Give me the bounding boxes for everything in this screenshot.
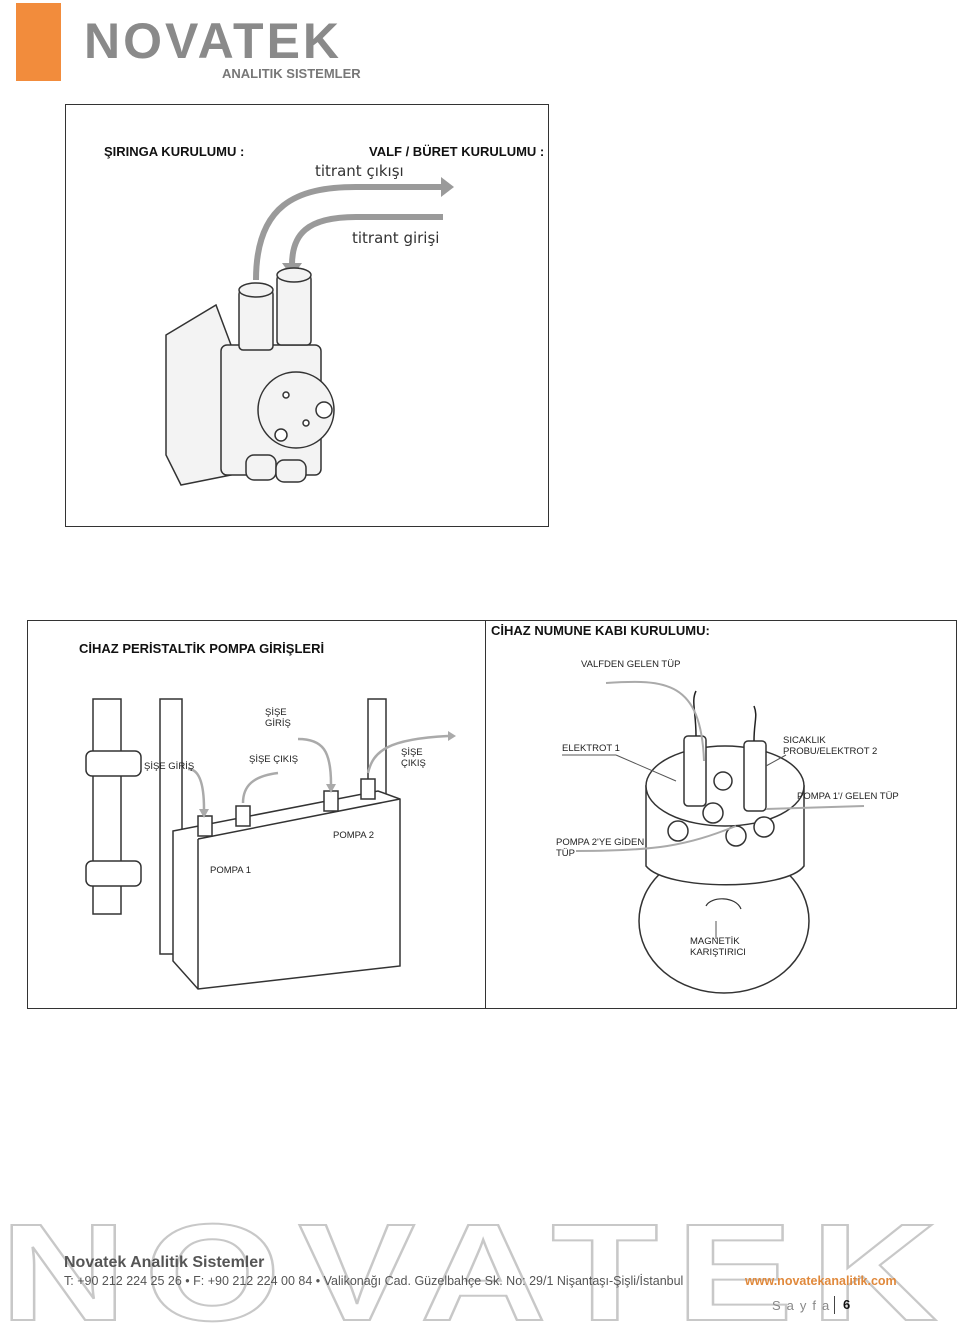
titrant-out-tube: [253, 184, 441, 281]
svg-text:NOVATEK: NOVATEK: [0, 1212, 955, 1324]
vessel-label-to-pump2: POMPA 2'YE GİDEN TÜP: [556, 837, 645, 859]
footer-website-link[interactable]: www.novatekanalitik.com: [745, 1274, 897, 1288]
titrant-out-label: titrant çıkışı: [315, 162, 404, 180]
figure-divider: [485, 621, 486, 1008]
peristaltic-pump-drawing: [85, 698, 456, 990]
logo-sub-text: ANALITIK SISTEMLER: [222, 66, 361, 81]
logo-orange-bar: [16, 3, 61, 81]
vessel-label-electrode1: ELEKTROT 1: [562, 743, 620, 754]
pump-heading: CİHAZ PERİSTALTİK POMPA GİRİŞLERİ: [79, 641, 325, 656]
syringe-valve-drawing: [165, 177, 454, 486]
pump-label-bottle-out: ŞİŞE ÇIKIŞ: [249, 754, 299, 765]
footer-page-number: 6: [843, 1297, 851, 1312]
syringe-heading: ŞIRINGA KURULUMU :: [104, 144, 245, 159]
titrant-in-label: titrant girişi: [352, 229, 440, 247]
vessel-label-temp-probe: SICAKLIK PROBU/ELEKTROT 2: [783, 735, 878, 757]
footer-address: T: +90 212 224 25 26 • F: +90 212 224 00…: [64, 1274, 684, 1288]
vessel-label-stirrer: MAGNETİK KARIŞTIRICI: [690, 936, 746, 958]
vessel-label-from-valve: VALFDEN GELEN TÜP: [581, 659, 681, 670]
pump-label-bottle-out-right: ŞİŞE ÇIKIŞ: [401, 747, 426, 769]
vessel-label-from-pump1: POMPA 1'/ GELEN TÜP: [797, 791, 899, 802]
novatek-logo: NOVATEK ANALITIK SISTEMLER: [84, 14, 361, 81]
pump-vessel-figure-box: CİHAZ PERİSTALTİK POMPA GİRİŞLERİ CİHAZ …: [27, 620, 957, 1009]
logo-main-text: NOVATEK: [84, 14, 342, 69]
sample-vessel-heading: CİHAZ NUMUNE KABI KURULUMU:: [491, 623, 710, 638]
titrant-in-tube: [289, 214, 443, 266]
pump2-label: POMPA 2: [333, 830, 375, 841]
pump-label-bottle-in-top: ŞİŞE GİRİŞ: [265, 707, 291, 729]
sample-vessel-drawing: [562, 680, 865, 994]
syringe-valve-figure-box: ŞIRINGA KURULUMU : VALF / BÜRET KURULUMU…: [65, 104, 549, 527]
valve-heading: VALF / BÜRET KURULUMU :: [369, 144, 545, 159]
footer-watermark-logo: NOVATEK: [0, 1212, 955, 1324]
footer-company-name: Novatek Analitik Sistemler: [64, 1254, 265, 1271]
footer-page-separator: [834, 1296, 835, 1314]
footer-page-word: Sayfa: [772, 1298, 836, 1313]
pump-label-bottle-in: ŞİŞE GİRİŞ: [144, 761, 195, 772]
out-arrowhead: [441, 177, 454, 197]
pump1-label: POMPA 1: [210, 865, 252, 876]
